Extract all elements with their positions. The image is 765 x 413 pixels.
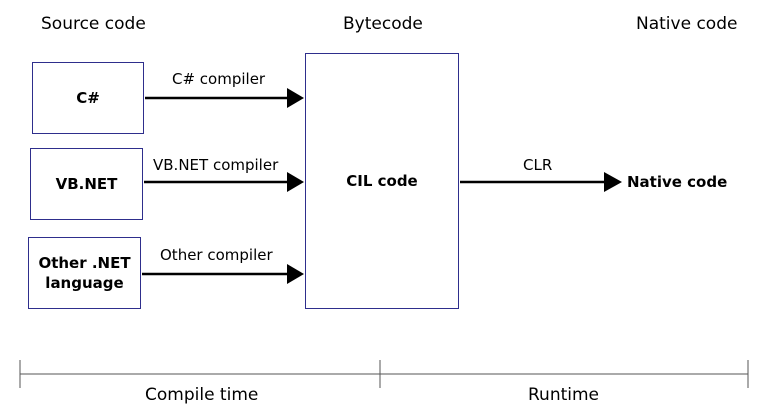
header-native-code: Native code (636, 14, 738, 34)
csharp-compiler-arrowhead (287, 88, 304, 108)
clr-label: CLR (523, 156, 553, 174)
cil-code-label: CIL code (346, 172, 418, 190)
header-bytecode: Bytecode (343, 14, 423, 34)
source-box-other-label: Other .NET language (38, 254, 131, 292)
source-box-other: Other .NET language (28, 237, 141, 309)
native-code-target: Native code (627, 173, 728, 191)
other-compiler-arrowhead (287, 264, 304, 284)
runtime-label: Runtime (528, 385, 600, 405)
other-compiler-label: Other compiler (160, 246, 273, 264)
cil-code-box: CIL code (305, 53, 459, 309)
source-box-csharp-label: C# (76, 89, 100, 107)
vbnet-compiler-arrowhead (287, 172, 304, 192)
header-source-code: Source code (41, 14, 146, 34)
source-box-vbnet-label: VB.NET (55, 175, 118, 193)
source-box-csharp: C# (32, 62, 144, 134)
source-box-vbnet: VB.NET (30, 148, 143, 220)
vbnet-compiler-label: VB.NET compiler (153, 156, 279, 174)
compile-time-label: Compile time (145, 385, 259, 405)
csharp-compiler-label: C# compiler (172, 70, 266, 88)
clr-arrowhead (604, 172, 622, 192)
